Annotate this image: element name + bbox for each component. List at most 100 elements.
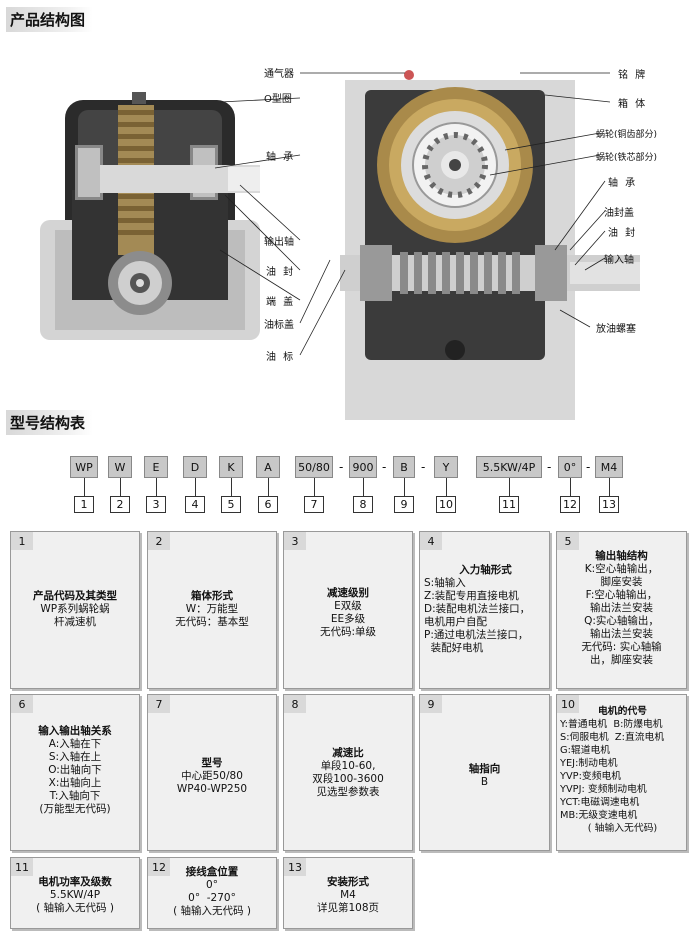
connector-13: [609, 478, 610, 496]
num-box-8: 8: [353, 496, 373, 513]
dash-4: -: [547, 460, 552, 474]
code-box-2: W: [108, 456, 132, 478]
cell-line: ( 轴输入无代码 ): [173, 905, 251, 917]
label-worm-wheel-copper: 蜗轮(铜齿部分): [596, 130, 658, 140]
cell-line: W：万能型: [185, 603, 239, 615]
cell-line: T:入轴向下: [49, 790, 101, 802]
label-nameplate: 铭 牌: [618, 70, 648, 81]
dash-3: -: [421, 460, 426, 474]
cell-line: Q:实心轴输出，: [584, 615, 659, 627]
cell-line: 见选型参数表: [316, 786, 380, 798]
cell-line: 输出法兰安装: [590, 628, 653, 640]
cell-line: ( 轴输入无代码 ): [36, 902, 114, 914]
cell-line: D:装配电机法兰接口，: [424, 603, 531, 615]
num-box-3: 3: [146, 496, 166, 513]
label-o-ring: O型圈: [264, 94, 292, 105]
cell-line: 电机用户自配: [424, 616, 487, 628]
cell-number: 3: [284, 532, 306, 550]
connector-1: [84, 478, 85, 496]
cell-line: 脚座安装: [600, 576, 643, 588]
cell-line: 详见第108页: [316, 902, 380, 914]
cell-10: 10 电机的代号 Y:普通电机 B:防爆电机 S:伺服电机 Z:直流电机 G:辊…: [556, 694, 687, 851]
cell-line: 5.5KW/4P: [49, 889, 101, 901]
cell-title: 减速级别: [327, 587, 369, 599]
cell-number: 12: [148, 858, 170, 876]
label-end-cover: 端 盖: [266, 297, 296, 308]
cell-line: WP系列蜗轮蜗: [40, 603, 110, 615]
cell-line: 出，脚座安装: [590, 654, 653, 666]
cell-line: G:辊道电机: [560, 745, 611, 756]
code-box-12: 0°: [558, 456, 582, 478]
num-box-2: 2: [110, 496, 130, 513]
num-box-12: 12: [560, 496, 580, 513]
label-housing: 箱 体: [618, 99, 648, 110]
num-box-10: 10: [436, 496, 456, 513]
cell-line: S:轴输入: [424, 577, 466, 589]
cell-number: 8: [284, 695, 306, 713]
cell-title: 减速比: [332, 747, 364, 759]
cell-line: M4: [340, 889, 356, 901]
connector-11: [509, 478, 510, 496]
gearbox-illustration: [40, 70, 640, 420]
cell-line: X:出轴向上: [48, 777, 102, 789]
cell-line: Y:普通电机 B:防爆电机: [560, 719, 663, 730]
cell-5: 5 输出轴结构 K:空心轴输出， 脚座安装 F:空心轴输出， 输出法兰安装 Q:…: [556, 531, 687, 689]
cell-number: 2: [148, 532, 170, 550]
code-box-4: D: [183, 456, 207, 478]
label-seal-cover: 油封盖: [604, 208, 634, 219]
dash-5: -: [586, 460, 591, 474]
cell-line: K:空心轴输出，: [584, 563, 659, 575]
cell-13: 13 安装形式 M4 详见第108页: [283, 857, 413, 929]
connector-6: [268, 478, 269, 496]
cell-title: 电机的代号: [598, 706, 647, 717]
code-box-13: M4: [595, 456, 623, 478]
structure-title: 产品结构图: [6, 7, 94, 32]
cell-11: 11 电机功率及级数 5.5KW/4P ( 轴输入无代码 ): [10, 857, 140, 929]
cell-line: (万能型无代码): [39, 803, 111, 815]
code-box-10: Y: [434, 456, 458, 478]
connector-3: [156, 478, 157, 496]
num-box-7: 7: [304, 496, 324, 513]
label-oil-gauge: 油 标: [266, 352, 296, 363]
code-box-9: B: [393, 456, 415, 478]
label-bearing-left: 轴 承: [266, 152, 296, 163]
code-box-6: A: [256, 456, 280, 478]
cell-number: 13: [284, 858, 306, 876]
left-gearbox-section: [40, 92, 260, 340]
label-output-shaft: 输出轴: [264, 237, 294, 248]
code-box-11: 5.5KW/4P: [476, 456, 542, 478]
connector-4: [195, 478, 196, 496]
cell-line: 无代码：基本型: [175, 616, 249, 628]
cell-line: YCT:电磁调速电机: [560, 797, 640, 808]
connector-2: [120, 478, 121, 496]
cell-line: 装配好电机: [424, 642, 484, 654]
cell-line: 0° -270°: [188, 892, 236, 904]
cell-title: 箱体形式: [191, 590, 233, 602]
right-gearbox-section: [340, 70, 640, 420]
connector-12: [570, 478, 571, 496]
label-oil-gauge-cover: 油标盖: [264, 320, 294, 331]
cell-number: 1: [11, 532, 33, 550]
cell-title: 轴指向: [468, 763, 501, 775]
cell-title: 入力轴形式: [459, 564, 512, 576]
cell-line: O:出轴向下: [48, 764, 102, 776]
cell-line: 杆减速机: [54, 616, 96, 628]
cell-line: E双级: [334, 600, 362, 612]
cell-4: 4 入力轴形式 S:轴输入 Z:装配专用直接电机 D:装配电机法兰接口， 电机用…: [419, 531, 550, 689]
cell-2: 2 箱体形式 W：万能型 无代码：基本型: [147, 531, 277, 689]
cell-line: YVPJ: 变频制动电机: [560, 784, 647, 795]
cell-7: 7 型号 中心距50/80 WP40-WP250: [147, 694, 277, 851]
label-vent: 通气器: [264, 69, 294, 80]
label-oil-seal-right: 油 封: [608, 228, 638, 239]
cell-line: YEJ:制动电机: [560, 758, 618, 769]
code-box-5: K: [219, 456, 243, 478]
model-title: 型号结构表: [6, 410, 94, 435]
cell-line: Z:装配专用直接电机: [424, 590, 519, 602]
cell-line: A:入轴在下: [48, 738, 102, 750]
connector-10: [446, 478, 447, 496]
connector-5: [231, 478, 232, 496]
cell-title: 输出轴结构: [595, 550, 648, 562]
cell-number: 11: [11, 858, 33, 876]
cell-3: 3 减速级别 E双级 EE多级 无代码:单级: [283, 531, 413, 689]
num-box-13: 13: [599, 496, 619, 513]
